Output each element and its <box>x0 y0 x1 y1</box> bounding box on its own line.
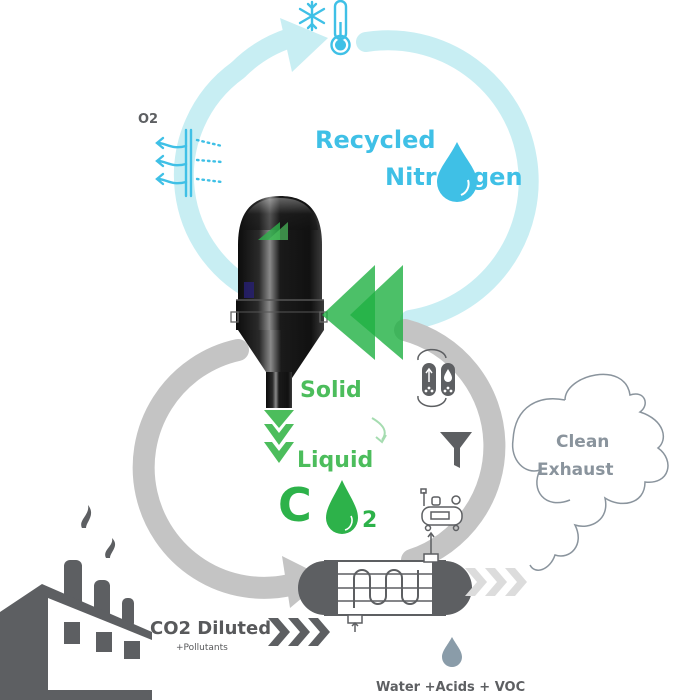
liquid-label: Liquid <box>297 448 374 473</box>
water-acids-voc-label: Water +Acids + VOC <box>376 680 526 695</box>
nitrogen-loop-arrowhead <box>280 18 328 72</box>
co2-letter-label: C <box>278 478 312 532</box>
co2-subscript-label: 2 <box>362 508 378 533</box>
factory-icon <box>0 505 152 700</box>
pollutants-label: +Pollutants <box>176 643 228 653</box>
water-droplet-icon <box>442 637 462 667</box>
o2-label: O2 <box>138 112 159 127</box>
exhaust-chevrons-icon <box>465 568 527 596</box>
snowflake-icon <box>298 0 326 32</box>
co2-diluted-label: CO2 Diluted <box>150 618 272 639</box>
funnel-filter-icon <box>440 432 472 468</box>
cloud-icon <box>511 373 669 571</box>
heat-exchanger-icon <box>298 531 472 632</box>
recycled-label: Recycled <box>315 126 436 154</box>
nitrogen-prefix-label: Nitr <box>385 163 437 191</box>
curved-arrowhead-icon <box>375 434 387 444</box>
exhaust-label: Exhaust <box>537 460 614 480</box>
compressor-icon <box>420 488 463 532</box>
solid-label: Solid <box>300 378 362 403</box>
clean-label: Clean <box>556 432 610 452</box>
nitrogen-suffix-label: gen <box>472 163 523 191</box>
thermometer-icon <box>330 0 351 56</box>
nitrogen-droplet-icon <box>437 142 477 202</box>
co2-droplet-icon <box>326 480 358 534</box>
green-double-chevron-icon <box>322 265 403 360</box>
cryogenic-vessel <box>230 196 328 408</box>
adsorption-columns-icon <box>417 348 455 408</box>
down-chevrons-icon <box>264 410 294 463</box>
membrane-filter-icon <box>155 128 224 198</box>
curved-arrow-icon <box>371 417 386 441</box>
right-chevrons-icon <box>268 618 330 646</box>
